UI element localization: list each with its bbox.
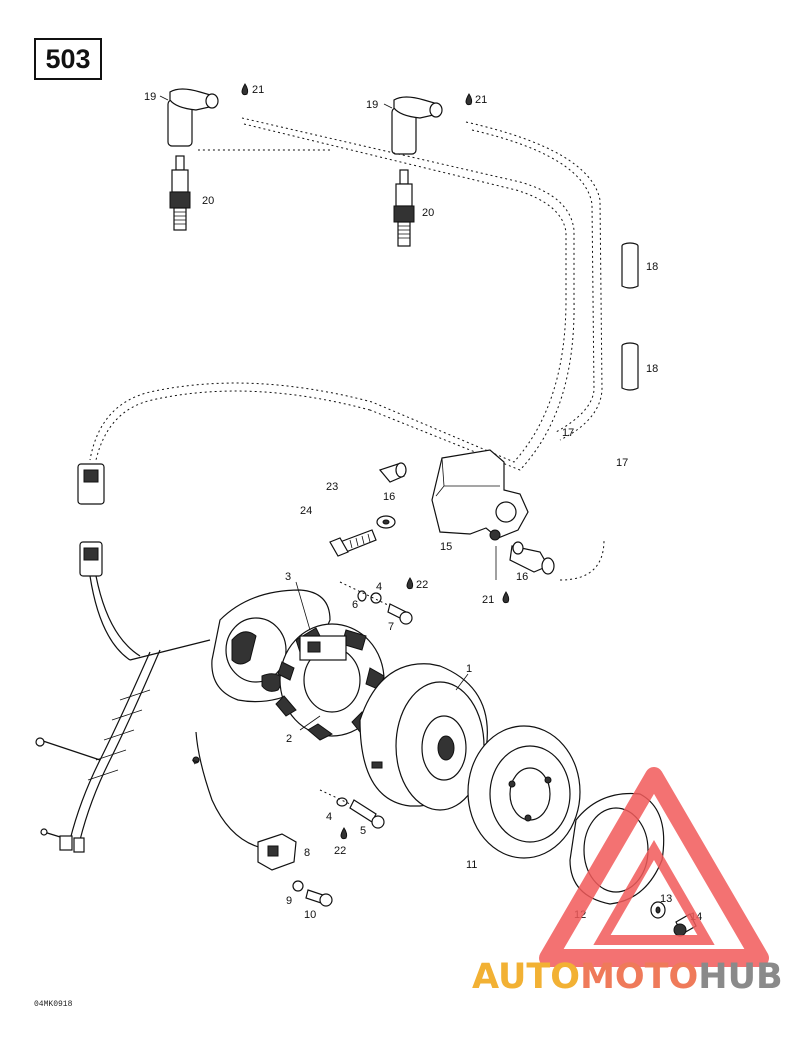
callout-22: 22: [416, 579, 428, 591]
washer-13: [650, 901, 666, 919]
washer-4-upper: [370, 592, 382, 604]
callout-11: 11: [466, 859, 477, 871]
spark-plug-cap-left: [167, 88, 219, 147]
starter-pulley: [467, 725, 581, 859]
callout-7: 7: [388, 621, 394, 633]
callout-18: 18: [646, 363, 658, 375]
wiring-harness: [35, 382, 373, 853]
stator: [275, 623, 385, 741]
ignition-coil: [431, 449, 529, 541]
washer-23: [376, 515, 396, 529]
grease-drop-icon-19b: [465, 93, 473, 106]
callout-13: 13: [660, 893, 672, 905]
part-group-number: 503: [34, 38, 102, 80]
callout-20: 20: [202, 195, 214, 207]
callout-8: 8: [304, 847, 310, 859]
watermark-auto: AUTO: [472, 957, 580, 997]
grease-drop-icon-19a: [241, 83, 249, 96]
callout-10: 10: [304, 909, 316, 921]
callout-22: 22: [334, 845, 346, 857]
watermark-moto: MOTO: [580, 957, 698, 997]
washer-9: [292, 880, 304, 892]
callout-4: 4: [326, 811, 332, 823]
callout-21: 21: [482, 594, 494, 606]
callout-6: 6: [352, 599, 358, 611]
callout-5: 5: [360, 825, 366, 837]
callout-23: 23: [326, 481, 338, 493]
screw-10: [305, 889, 333, 907]
protection-sleeve-upper: [621, 242, 639, 289]
callout-4: 4: [376, 581, 382, 593]
bolt-24: [329, 529, 377, 557]
callout-20: 20: [422, 207, 434, 219]
cable-connector-lower: [509, 541, 555, 575]
callout-15: 15: [440, 541, 452, 553]
callout-17: 17: [616, 457, 628, 469]
watermark-inner-triangle-icon: [593, 840, 715, 945]
drawing-code: 04MK0918: [34, 1000, 73, 1009]
callout-21: 21: [475, 94, 487, 106]
flywheel: [359, 663, 488, 811]
callout-17: 17: [562, 427, 574, 439]
leader-line: [455, 673, 469, 691]
protection-sleeve-lower: [621, 342, 639, 391]
grease-drop-icon-7: [406, 577, 414, 590]
spark-plug-left: [169, 155, 191, 231]
watermark-triangle-icon: [539, 767, 769, 967]
leader-line: [295, 581, 311, 631]
watermark-text: AUTOMOTOHUB: [472, 957, 783, 997]
washer-4-lower: [319, 789, 351, 807]
cable-connector-upper: [378, 462, 407, 483]
callout-18: 18: [646, 261, 658, 273]
callout-19: 19: [366, 99, 378, 111]
spark-plug-cap-right: [391, 96, 443, 155]
spark-plug-right: [393, 169, 415, 247]
high-tension-cable: [197, 117, 605, 581]
screw-5: [349, 799, 385, 829]
callout-16: 16: [383, 491, 395, 503]
watermark-hub: HUB: [698, 957, 782, 997]
leader-line: [159, 95, 169, 101]
callout-9: 9: [286, 895, 292, 907]
callout-1: 1: [466, 663, 472, 675]
lock-washer-6: [357, 590, 367, 602]
grease-drop-icon-5: [340, 827, 348, 840]
callout-21: 21: [252, 84, 264, 96]
callout-24: 24: [300, 505, 312, 517]
callout-3: 3: [285, 571, 291, 583]
leader-line: [383, 103, 393, 109]
leader-line: [299, 715, 321, 731]
callout-2: 2: [286, 733, 292, 745]
trigger-sensor: [191, 731, 297, 871]
callout-19: 19: [144, 91, 156, 103]
grease-drop-icon-15: [502, 591, 510, 604]
watermark-logo: [539, 767, 769, 967]
callout-16: 16: [516, 571, 528, 583]
screw-7: [339, 581, 413, 625]
